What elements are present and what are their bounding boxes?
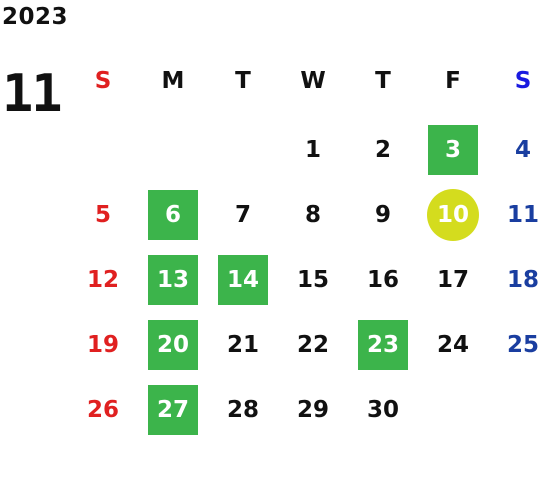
day-27[interactable]: 27 xyxy=(148,385,198,435)
day-24[interactable]: 24 xyxy=(436,332,469,358)
day-19[interactable]: 19 xyxy=(86,332,119,358)
day-21[interactable]: 21 xyxy=(226,332,259,358)
weekday-6: S xyxy=(514,68,532,94)
day-11[interactable]: 11 xyxy=(506,202,539,228)
day-25[interactable]: 25 xyxy=(506,332,539,358)
day-13[interactable]: 13 xyxy=(148,255,198,305)
calendar-month: 11 xyxy=(2,64,63,124)
day-5[interactable]: 5 xyxy=(94,202,111,228)
day-22[interactable]: 22 xyxy=(296,332,329,358)
day-30[interactable]: 30 xyxy=(366,397,399,423)
weekday-5: F xyxy=(445,68,461,94)
day-17[interactable]: 17 xyxy=(436,267,469,293)
calendar-year: 2023 xyxy=(2,4,69,30)
day-23[interactable]: 23 xyxy=(358,320,408,370)
day-14[interactable]: 14 xyxy=(218,255,268,305)
day-4[interactable]: 4 xyxy=(514,137,531,163)
day-15[interactable]: 15 xyxy=(296,267,329,293)
day-18[interactable]: 18 xyxy=(506,267,539,293)
weekday-1: M xyxy=(161,68,185,94)
day-8[interactable]: 8 xyxy=(304,202,321,228)
day-9[interactable]: 9 xyxy=(374,202,391,228)
day-10[interactable]: 10 xyxy=(427,189,479,241)
day-6[interactable]: 6 xyxy=(148,190,198,240)
weekday-2: T xyxy=(235,68,251,94)
weekday-4: T xyxy=(375,68,391,94)
weekday-0: S xyxy=(94,68,112,94)
weekday-3: W xyxy=(300,68,326,94)
day-7[interactable]: 7 xyxy=(234,202,251,228)
day-29[interactable]: 29 xyxy=(296,397,329,423)
day-12[interactable]: 12 xyxy=(86,267,119,293)
day-2[interactable]: 2 xyxy=(374,137,391,163)
day-1[interactable]: 1 xyxy=(304,137,321,163)
day-26[interactable]: 26 xyxy=(86,397,119,423)
day-3[interactable]: 3 xyxy=(428,125,478,175)
day-28[interactable]: 28 xyxy=(226,397,259,423)
day-20[interactable]: 20 xyxy=(148,320,198,370)
day-16[interactable]: 16 xyxy=(366,267,399,293)
